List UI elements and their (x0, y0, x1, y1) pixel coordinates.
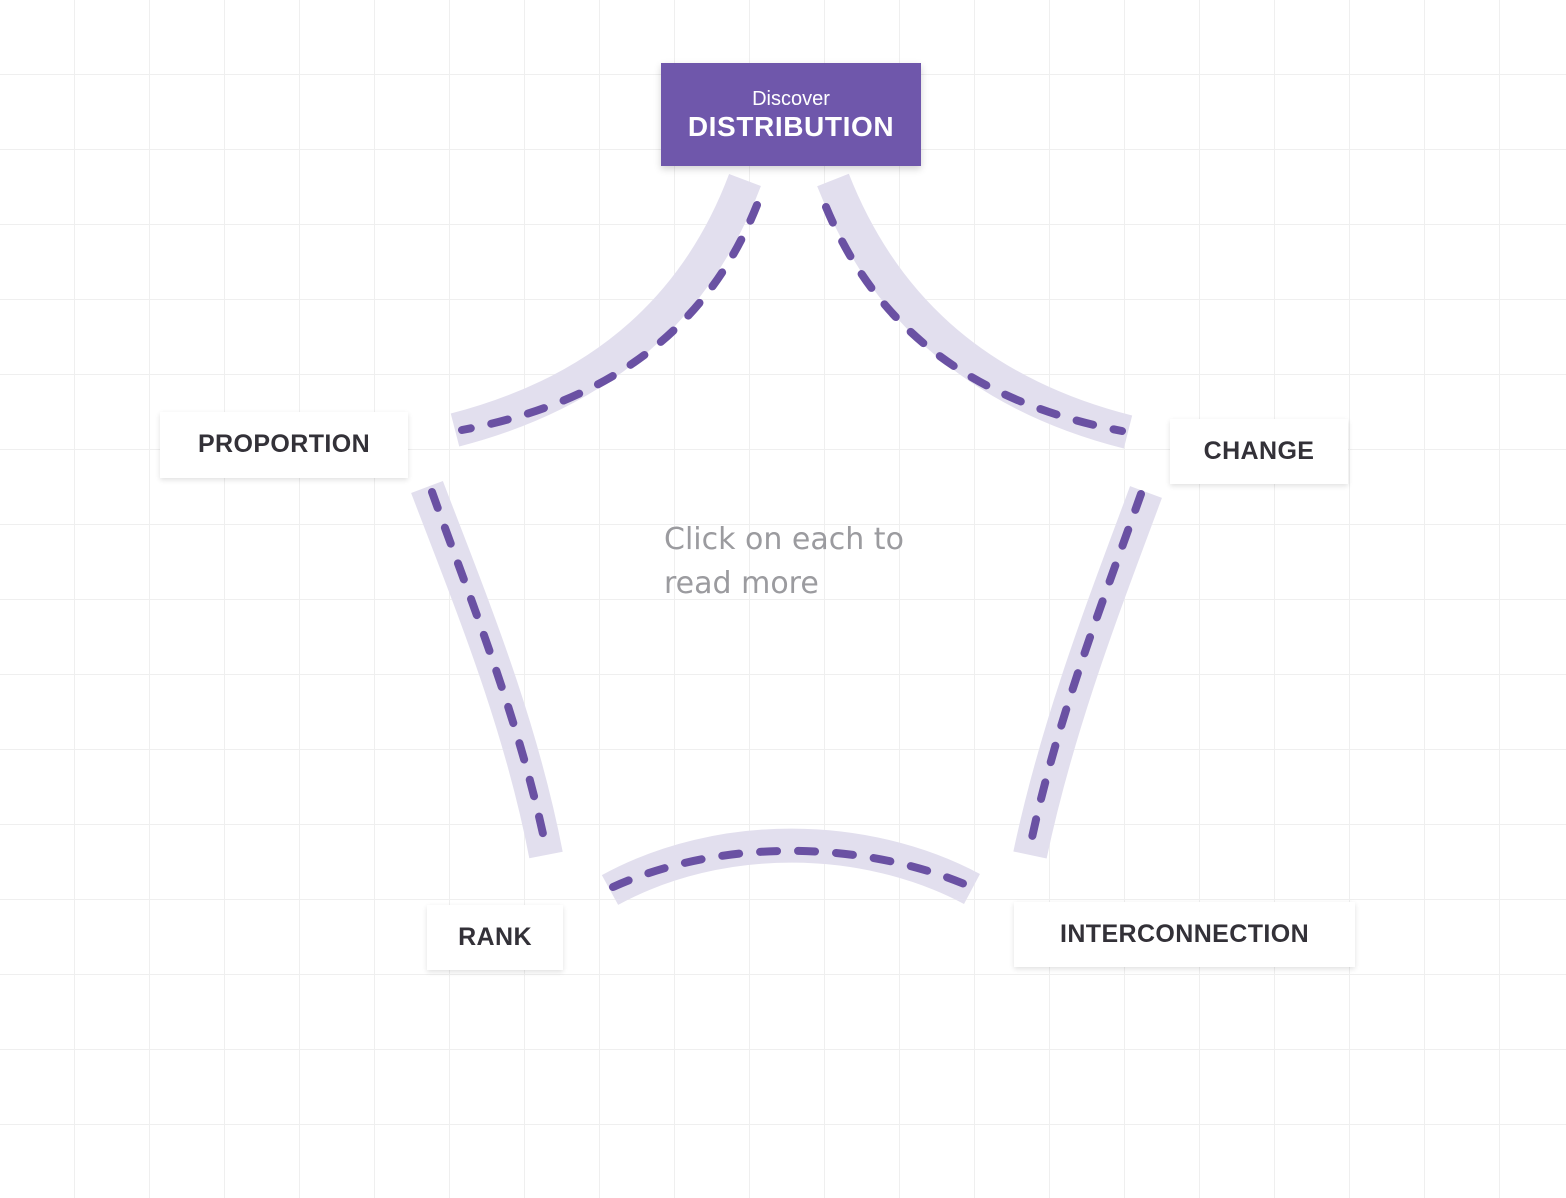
center-hint-text: Click on each to read more (664, 522, 904, 601)
node-proportion-label: PROPORTION (197, 430, 371, 459)
connector-dash-proportion-rank (428, 488, 550, 852)
connector-dash-change-interconnection (1026, 490, 1145, 851)
node-proportion[interactable]: PROPORTION (160, 412, 408, 478)
connector-band-rank-interconnection (601, 828, 980, 905)
node-interconnection[interactable]: INTERCONNECTION (1014, 902, 1355, 967)
connector-band-distribution-change (817, 173, 1133, 449)
node-rank[interactable]: RANK (427, 905, 563, 970)
connector-band-proportion-rank (411, 480, 563, 859)
connector-dash-rank-interconnection (609, 846, 973, 891)
node-rank-label: RANK (458, 922, 532, 951)
node-interconnection-label: INTERCONNECTION (1059, 919, 1310, 948)
connector-band-change-interconnection (1013, 486, 1162, 859)
node-distribution-eyebrow: Discover (752, 87, 830, 110)
node-change-label: CHANGE (1203, 436, 1315, 465)
node-change[interactable]: CHANGE (1170, 419, 1348, 484)
connector-dash-distribution-proportion (458, 201, 761, 434)
node-distribution-label: DISTRIBUTION (687, 110, 895, 142)
node-distribution[interactable]: Discover DISTRIBUTION (661, 63, 921, 166)
connector-band-distribution-proportion (450, 174, 761, 447)
connector-dash-distribution-change (822, 203, 1126, 435)
